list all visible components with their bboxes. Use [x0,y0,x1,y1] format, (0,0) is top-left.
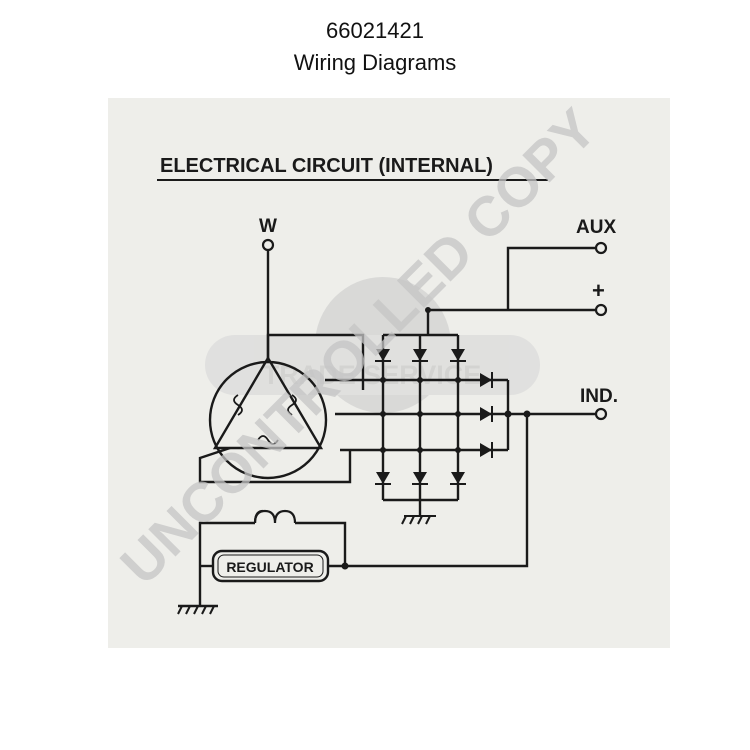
field-coil [253,509,297,524]
terminal-plus-label: + [592,278,605,303]
terminal-w [261,238,275,252]
diagram-heading: ELECTRICAL CIRCUIT (INTERNAL) [160,155,493,177]
circuit-wires [178,246,596,608]
terminal-ind-label: IND. [580,386,618,407]
ground-symbols [177,515,436,615]
regulator-label: REGULATOR [226,559,313,575]
page-title: Wiring Diagrams [293,50,457,75]
part-number: 66021421 [326,18,424,43]
terminals [261,238,608,421]
terminal-plus [594,303,608,317]
terminal-ind [594,407,608,421]
stator-windings [233,394,297,445]
logo-watermark-text: TRADE SERVICE [263,360,482,390]
terminal-aux-label: AUX [576,217,616,238]
terminal-aux [594,241,608,255]
regulator: REGULATOR [211,549,345,583]
terminal-w-label: W [259,216,277,237]
